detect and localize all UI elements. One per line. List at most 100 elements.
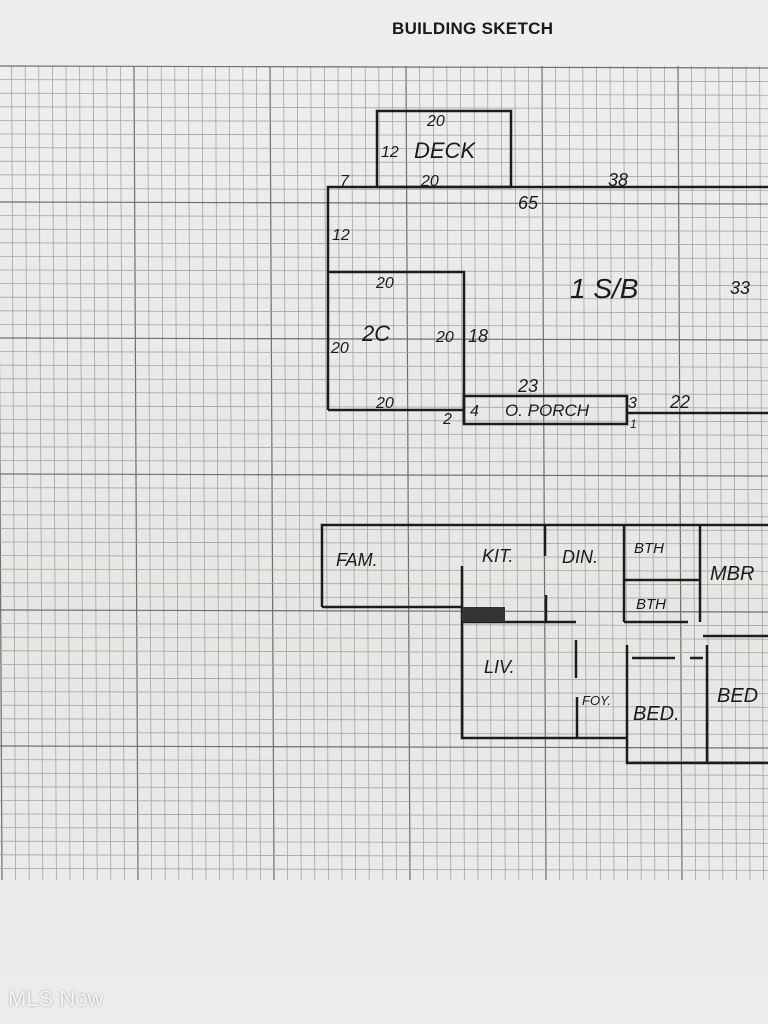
- grid-line-horizontal: [0, 378, 768, 382]
- chimney-hatch: [462, 607, 505, 622]
- garage-bottom-dim: 20: [375, 395, 394, 412]
- grid-line-vertical: [555, 65, 560, 881]
- grid-line-horizontal: [0, 405, 768, 409]
- grid-line-vertical: [473, 65, 479, 881]
- garage-label: 2C: [361, 321, 390, 346]
- upper-building-outline: [326, 109, 768, 426]
- grid-line-horizontal: [0, 92, 768, 96]
- grid-line-horizontal: [0, 514, 768, 518]
- grid-line-vertical: [215, 65, 221, 881]
- floor-plan-walls: [320, 523, 768, 765]
- deck-top-dim: 20: [426, 113, 445, 130]
- room-label-mbr: MBR: [710, 563, 754, 585]
- grid-line-horizontal: [0, 664, 768, 667]
- grid-line-horizontal: [0, 691, 768, 694]
- grid-line-horizontal: [0, 596, 768, 599]
- grid-line-horizontal: [0, 106, 768, 110]
- grid-line-horizontal: [0, 609, 768, 613]
- dim-65: 65: [518, 193, 539, 213]
- garage-wall: [328, 270, 466, 424]
- page-title: BUILDING SKETCH: [392, 19, 554, 38]
- grid-line-vertical: [147, 65, 153, 881]
- grid-line-vertical: [704, 65, 710, 881]
- grid-line-horizontal: [0, 147, 768, 151]
- deck-bottom-dim: 20: [420, 173, 439, 190]
- grid-line-horizontal: [0, 541, 768, 545]
- grid-line-vertical: [609, 65, 615, 881]
- grid-line-horizontal: [0, 459, 768, 463]
- porch-top-dim: 23: [517, 376, 538, 396]
- grid-line-horizontal: [0, 582, 768, 586]
- grid-line-vertical: [718, 65, 724, 881]
- grid-line-horizontal: [0, 732, 768, 735]
- grid-line-horizontal: [0, 772, 768, 776]
- room-label-foy: FOY.: [582, 693, 611, 708]
- grid-line-horizontal: [0, 800, 768, 803]
- grid-line-vertical: [650, 65, 656, 881]
- graph-paper-grid: [0, 65, 768, 881]
- grid-line-horizontal: [0, 623, 768, 626]
- grid-line-horizontal: [0, 242, 768, 246]
- grid-line-horizontal: [0, 337, 768, 341]
- grid-line-horizontal: [0, 323, 768, 327]
- grid-line-vertical: [636, 65, 642, 881]
- grid-line-vertical: [269, 65, 275, 881]
- grid-line-horizontal: [0, 419, 768, 423]
- corner-dim: 7: [340, 173, 350, 190]
- right-dim: 33: [730, 278, 750, 298]
- grid-line-vertical: [664, 65, 669, 881]
- room-label-kit: KIT.: [482, 546, 513, 566]
- grid-line-horizontal: [0, 650, 768, 654]
- grid-line-horizontal: [0, 636, 768, 640]
- grid-line-horizontal: [0, 65, 768, 69]
- grid-line-vertical: [92, 65, 98, 881]
- grid-line-horizontal: [0, 79, 768, 82]
- main-outline: [326, 185, 768, 410]
- grid-line-vertical: [405, 65, 411, 881]
- porch-side-dim: 4: [470, 403, 479, 420]
- watermark-logo: MLS Now: [8, 986, 104, 1011]
- grid-line-vertical: [337, 65, 343, 881]
- grid-line-vertical: [459, 65, 465, 881]
- grid-line-vertical: [432, 65, 438, 881]
- grid-line-vertical: [296, 65, 302, 881]
- grid-line-vertical: [351, 65, 357, 881]
- grid-line-horizontal: [0, 759, 768, 762]
- room-label-bth-1: BTH: [634, 540, 664, 557]
- grid-line-vertical: [378, 65, 384, 881]
- grid-line-horizontal: [0, 555, 768, 558]
- grid-line-horizontal: [0, 215, 768, 219]
- grid-line-vertical: [500, 65, 506, 881]
- room-label-liv: LIV.: [484, 657, 515, 677]
- garage-left-dim: 20: [330, 340, 349, 357]
- grid-line-horizontal: [0, 854, 768, 858]
- grid-line-horizontal: [0, 840, 768, 844]
- grid-line-horizontal: [0, 745, 768, 749]
- grid-line-horizontal: [0, 296, 768, 300]
- grid-line-horizontal: [0, 813, 768, 817]
- left-dim: 12: [332, 227, 350, 244]
- garage-right-dim: 20: [435, 329, 454, 346]
- grid-line-horizontal: [0, 364, 768, 368]
- grid-line-horizontal: [0, 446, 768, 450]
- grid-line-vertical: [582, 65, 588, 881]
- deck-side-dim: 12: [381, 144, 399, 161]
- grid-line-horizontal: [0, 228, 768, 232]
- grid-line-vertical: [759, 65, 764, 881]
- grid-line-horizontal: [0, 391, 768, 395]
- grid-line-vertical: [160, 65, 166, 881]
- grid-line-vertical: [65, 65, 71, 881]
- grid-line-horizontal: [0, 133, 768, 137]
- grid-line-vertical: [528, 65, 533, 881]
- grid-line-horizontal: [0, 827, 768, 830]
- dim-1: 1: [630, 417, 637, 431]
- grid-line-horizontal: [0, 201, 768, 205]
- grid-line-vertical: [364, 65, 370, 881]
- grid-line-vertical: [52, 65, 57, 881]
- grid-line-horizontal: [0, 174, 768, 178]
- room-label-fam: FAM.: [336, 550, 378, 570]
- grid-line-vertical: [691, 65, 696, 881]
- grid-line-vertical: [79, 65, 84, 881]
- grid-line-vertical: [487, 65, 493, 881]
- grid-line-vertical: [255, 65, 261, 881]
